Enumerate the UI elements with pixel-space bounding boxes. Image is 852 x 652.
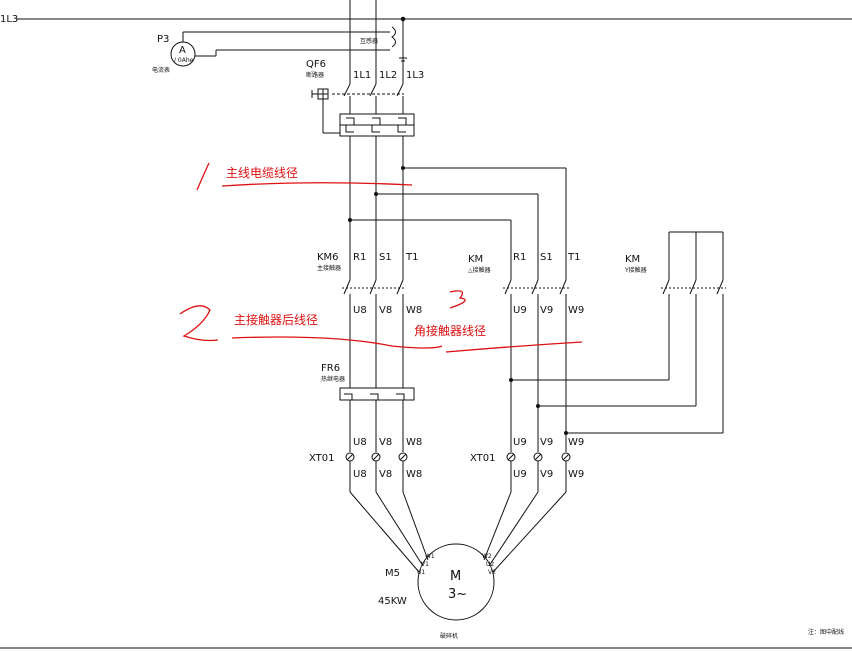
terminal-v8: V8 xyxy=(379,305,392,316)
winding-u1: U1 xyxy=(417,569,425,576)
fr-tag: FR6 xyxy=(321,363,340,374)
xt-w9-top: W9 xyxy=(568,437,584,448)
xt-u9-bottom: U9 xyxy=(513,469,527,480)
bus-label: 1L3 xyxy=(0,14,18,25)
xt-v9-bottom: V9 xyxy=(540,469,553,480)
footer-note: 注：图中配线 xyxy=(808,628,844,636)
winding-v2: V2 xyxy=(488,569,496,576)
terminal-strip-right xyxy=(506,452,571,462)
terminal-r1-delta: R1 xyxy=(513,252,526,263)
km-main-caption: 主接触器 xyxy=(317,264,341,272)
motor-phase: 3~ xyxy=(448,587,467,602)
breaker-caption: 断路器 xyxy=(306,71,324,79)
thermal-relay-block xyxy=(339,387,415,401)
xt-v9-top: V9 xyxy=(540,437,553,448)
winding-u2: U2 xyxy=(486,561,494,568)
xt-v8-bottom: V8 xyxy=(379,469,392,480)
km-main-tag: KM6 xyxy=(317,252,339,263)
motor-power: 45KW xyxy=(378,596,407,607)
phase-label-2: 1L2 xyxy=(379,70,397,81)
km-delta-tag: KM xyxy=(468,254,483,265)
motor-caption: 破碎机 xyxy=(440,632,458,640)
terminal-s1-delta: S1 xyxy=(540,252,553,263)
annotation-text-2: 主接触器后线径 xyxy=(234,312,318,327)
annotation-text-3: 角接触器线径 xyxy=(414,323,486,338)
xt-u8-bottom: U8 xyxy=(353,469,367,480)
xt-u9-top: U9 xyxy=(513,437,527,448)
ammeter-tag: P3 xyxy=(157,34,169,45)
xt-v8-top: V8 xyxy=(379,437,392,448)
terminal-u9: U9 xyxy=(513,305,527,316)
terminal-strip-left xyxy=(345,452,408,462)
xt-u8-top: U8 xyxy=(353,437,367,448)
breaker-tag: QF6 xyxy=(306,59,326,70)
terminal-w9: W9 xyxy=(568,305,584,316)
phase-label-3: 1L3 xyxy=(406,70,424,81)
xt-w9-bottom: W9 xyxy=(568,469,584,480)
terminal-t1-delta: T1 xyxy=(567,252,580,263)
terminal-w8: W8 xyxy=(406,305,422,316)
fr-caption: 热继电器 xyxy=(321,375,345,383)
terminal-s1: S1 xyxy=(379,252,392,263)
phase-label-1: 1L1 xyxy=(353,70,371,81)
annotation-text-1: 主线电缆线径 xyxy=(226,166,298,180)
annotation-mark-2 xyxy=(179,305,219,342)
terminal-v9: V9 xyxy=(540,305,553,316)
motor-letter: M xyxy=(450,569,461,584)
xt-left-label: XT01 xyxy=(309,453,335,464)
xt-w8-top: W8 xyxy=(406,437,422,448)
terminal-t1: T1 xyxy=(405,252,418,263)
winding-w1: W1 xyxy=(425,553,435,560)
motor-symbol xyxy=(417,543,495,621)
current-transformer-symbol xyxy=(391,26,396,48)
ct-caption: 互感器 xyxy=(360,37,378,45)
ammeter-caption: 电流表 xyxy=(152,66,170,74)
annotation-mark-1 xyxy=(196,162,210,191)
km-delta-caption: △接触器 xyxy=(468,266,491,274)
ammeter-range: / 0Ahe xyxy=(174,57,194,64)
annotation-mark-3 xyxy=(449,290,466,309)
motor-tag: M5 xyxy=(385,568,400,579)
xt-w8-bottom: W8 xyxy=(406,469,422,480)
ammeter-symbol-letter: A xyxy=(179,45,186,56)
winding-v1: V1 xyxy=(421,561,429,568)
terminal-r1: R1 xyxy=(353,252,366,263)
winding-w2: W2 xyxy=(482,553,492,560)
km-star-caption: Y接触器 xyxy=(624,266,647,274)
terminal-u8: U8 xyxy=(353,305,367,316)
xt-right-label: XT01 xyxy=(470,453,496,464)
km-star-tag: KM xyxy=(625,254,640,265)
